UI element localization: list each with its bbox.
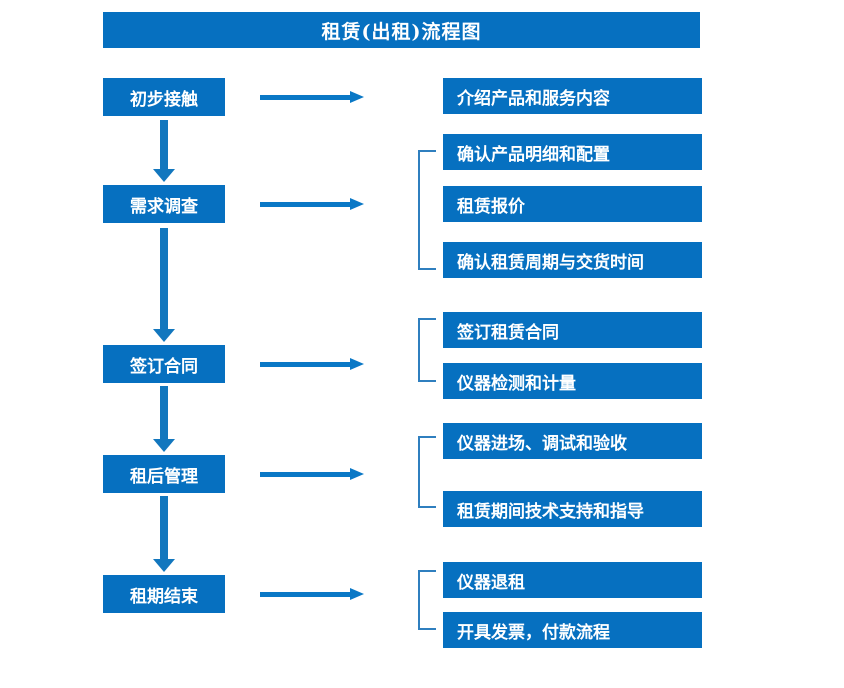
group-bracket-5 <box>418 570 436 630</box>
stage-box-5[interactable]: 租期结束 <box>103 575 225 613</box>
horizontal-arrow-4 <box>260 468 365 480</box>
detail-box-3[interactable]: 租赁报价 <box>443 186 702 222</box>
stage-box-1[interactable]: 初步接触 <box>103 78 225 116</box>
detail-box-7[interactable]: 仪器进场、调试和验收 <box>443 423 702 459</box>
vertical-arrow-1-to-2 <box>153 120 175 182</box>
detail-box-10[interactable]: 开具发票，付款流程 <box>443 612 702 648</box>
detail-box-1[interactable]: 介绍产品和服务内容 <box>443 78 702 114</box>
detail-box-6[interactable]: 仪器检测和计量 <box>443 363 702 399</box>
group-bracket-3 <box>418 318 436 382</box>
vertical-arrow-3-to-4 <box>153 386 175 452</box>
horizontal-arrow-5 <box>260 588 365 600</box>
vertical-arrow-4-to-5 <box>153 496 175 572</box>
horizontal-arrow-3 <box>260 358 365 370</box>
stage-box-3[interactable]: 签订合同 <box>103 345 225 383</box>
group-bracket-4 <box>418 436 436 508</box>
detail-box-8[interactable]: 租赁期间技术支持和指导 <box>443 491 702 527</box>
vertical-arrow-2-to-3 <box>153 228 175 342</box>
detail-box-5[interactable]: 签订租赁合同 <box>443 312 702 348</box>
detail-box-9[interactable]: 仪器退租 <box>443 562 702 598</box>
page-title: 租赁(出租)流程图 <box>103 12 700 48</box>
horizontal-arrow-1 <box>260 91 365 103</box>
horizontal-arrow-2 <box>260 198 365 210</box>
group-bracket-2 <box>418 150 436 270</box>
stage-box-2[interactable]: 需求调查 <box>103 185 225 223</box>
stage-box-4[interactable]: 租后管理 <box>103 455 225 493</box>
detail-box-2[interactable]: 确认产品明细和配置 <box>443 134 702 170</box>
detail-box-4[interactable]: 确认租赁周期与交货时间 <box>443 242 702 278</box>
